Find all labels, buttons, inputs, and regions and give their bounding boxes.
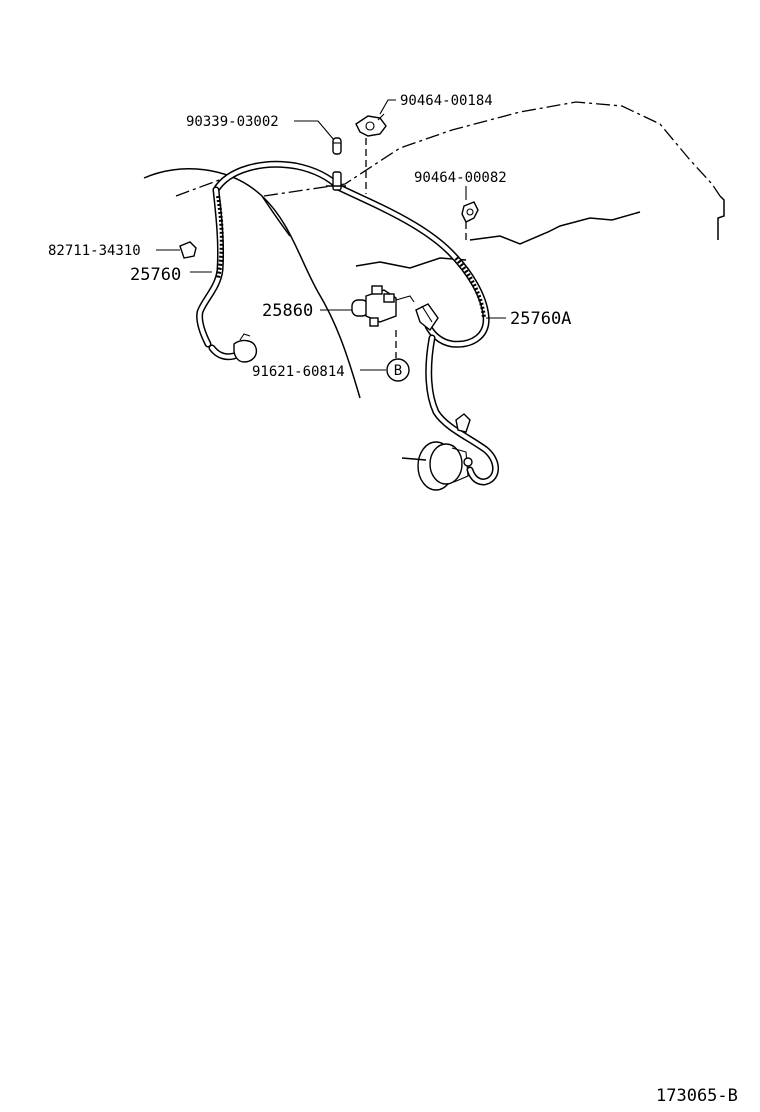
leader-lines	[156, 99, 506, 371]
part-90464-00184-icon	[355, 113, 387, 137]
part-90464-00082-icon	[461, 201, 479, 223]
reference-b-marker: B	[386, 358, 410, 382]
reference-b-label: B	[394, 363, 402, 379]
label-91621-60814: 91621-60814	[252, 364, 345, 380]
label-25760A: 25760A	[510, 309, 571, 329]
figure-number: 173065-B	[656, 1086, 738, 1106]
hose-lower	[425, 334, 499, 486]
label-82711-34310: 82711-34310	[48, 243, 141, 259]
lower-hose-clip-icon	[455, 413, 471, 433]
label-90464-00082: 90464-00082	[414, 170, 507, 186]
body-curves	[143, 168, 361, 399]
label-90339-03002: 90339-03002	[186, 114, 279, 130]
label-90464-00184: 90464-00184	[400, 93, 493, 109]
part-82711-34310-icon	[179, 241, 197, 259]
part-25860-vsv-icon	[351, 285, 415, 327]
hose-25760	[196, 186, 238, 361]
label-25860: 25860	[262, 301, 313, 321]
actuator-icon	[401, 441, 473, 491]
hose-main	[212, 160, 490, 348]
part-90339-03002-icon	[332, 137, 342, 155]
engine-outline	[175, 101, 725, 269]
hose-junction-icon	[415, 303, 439, 332]
left-fitting-icon	[233, 333, 258, 363]
hose-joint	[326, 171, 346, 191]
label-25760: 25760	[130, 265, 181, 285]
